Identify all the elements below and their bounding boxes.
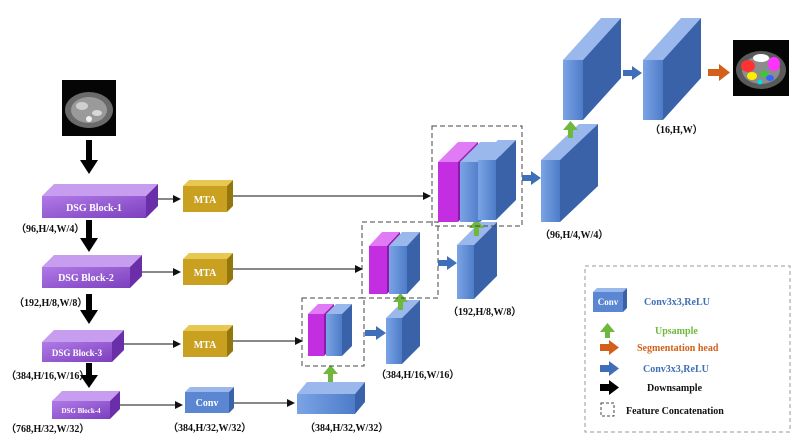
legend-upsample-icon (600, 323, 615, 338)
dec-dims-2: （384,H/16,W/16） (376, 368, 459, 381)
mta-label-3: MTA (194, 340, 217, 351)
legend-seg-head-icon (600, 340, 619, 355)
concat-box-1 (301, 297, 365, 367)
enc-dims-2: （192,H/8,W/8） (14, 296, 87, 309)
concat-3-blue-2 (478, 140, 516, 220)
legend-concat: Feature Concatenation (626, 406, 724, 417)
upsample-arrow-2 (393, 293, 408, 310)
dsg-block-1-label: DSG Block-1 (66, 203, 122, 214)
dec-dims-5: （16,H,W） (650, 123, 703, 136)
legend-seg-head: Segmentation head (637, 343, 719, 354)
mta-box-1: MTA (183, 180, 233, 212)
legend-conv-box: Conv (598, 297, 619, 307)
block-to-mta-lines (120, 195, 183, 409)
seg-head-arrow (708, 64, 730, 81)
conv-arrow-2 (438, 256, 457, 270)
conv-box: Conv (185, 387, 234, 413)
decoder-block-top-1 (563, 18, 621, 120)
concat-1-blue (326, 304, 352, 356)
conv-label: Conv (196, 398, 219, 409)
legend-conv-text: Conv3x3,ReLU (644, 297, 710, 308)
dec-dims-3: （192,H/8,W/8） (448, 305, 521, 318)
conv-arrow-3 (522, 171, 541, 185)
output-segmentation-image (733, 40, 789, 96)
dsg-block-3-label: DSG Block-3 (52, 348, 103, 358)
dec-dims-4: （96,H/4,W/4） (540, 228, 608, 241)
dsg-block-1: DSG Block-1 (42, 184, 158, 218)
dsg-block-2-label: DSG Block-2 (58, 273, 114, 284)
downsample-arrows (80, 140, 98, 388)
input-ct-image (62, 80, 116, 136)
conv-dims: （384,H/32,W/32） (168, 421, 251, 434)
dsg-block-4: DSG Block-4 (52, 391, 120, 419)
dec-dims-1: （384,H/32,W/32） (305, 421, 388, 434)
mta-label-2: MTA (194, 268, 217, 279)
conv-arrow-1 (365, 326, 386, 340)
conv-arrow-4 (623, 66, 642, 80)
concat-2-blue (389, 232, 420, 294)
dsg-block-3: DSG Block-3 (42, 330, 124, 362)
upsample-arrow-3 (469, 219, 484, 236)
upsample-arrow-4 (563, 121, 578, 138)
dsg-block-2: DSG Block-2 (42, 255, 142, 288)
legend: Conv Conv3x3,ReLU Upsample Segmentation … (584, 265, 791, 433)
decoder-block-96-4 (541, 124, 598, 222)
enc-dims-4: （768,H/32,W/32） (6, 422, 89, 435)
legend-downsample-icon (600, 380, 619, 395)
decoder-slab-384-32 (297, 382, 365, 414)
upsample-arrow-1 (323, 365, 338, 382)
legend-concat-icon (600, 402, 615, 417)
legend-downsample: Downsample (647, 383, 703, 394)
dsg-block-4-label: DSG Block-4 (61, 407, 101, 415)
mta-box-2: MTA (183, 253, 233, 285)
legend-upsample: Upsample (655, 326, 698, 337)
skip-connections (233, 192, 431, 407)
mta-box-3: MTA (183, 325, 233, 357)
legend-conv-arrow-icon (600, 361, 619, 376)
mta-label-1: MTA (194, 195, 217, 206)
enc-dims-3: （384,H/16,W/16） (6, 369, 89, 382)
decoder-block-16 (643, 18, 701, 120)
legend-conv-arrow-text: Conv3x3,ReLU (643, 364, 709, 375)
enc-dims-1: （96,H/4,W/4） (16, 222, 84, 235)
